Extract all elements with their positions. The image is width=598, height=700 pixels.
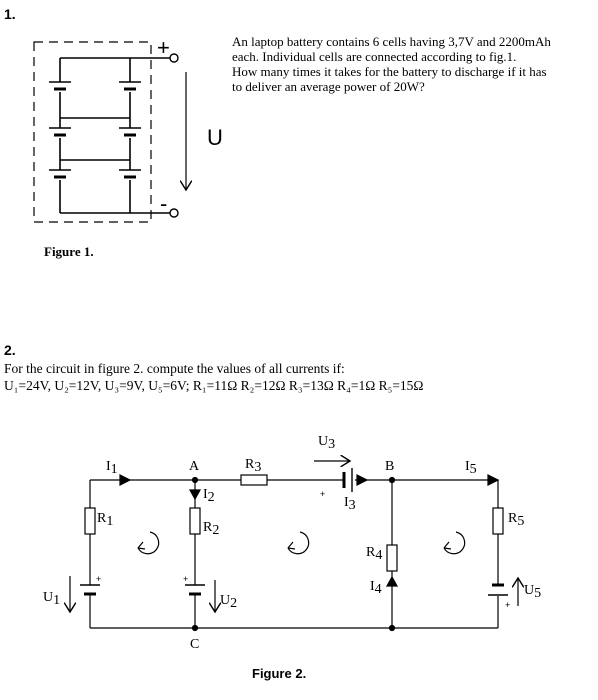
- resistor-r3: [240, 474, 268, 486]
- figure-2-labels: I1 I2 I3 I4 I5 R1 R2 R3 R4 R5 U1 U2 U3 U…: [43, 434, 541, 681]
- label-i4: I4: [370, 579, 382, 597]
- cell: [49, 169, 71, 180]
- voltage-label: U: [207, 125, 223, 150]
- current-arrow-i4: [385, 575, 399, 587]
- loop-arrow-3: [443, 531, 466, 555]
- problem-1-line: An laptop battery contains 6 cells havin…: [232, 34, 551, 49]
- label-r2: R2: [203, 520, 219, 538]
- node-dot: [388, 624, 396, 632]
- current-arrow-i3: [356, 474, 369, 486]
- polarity-plus: +: [320, 489, 325, 499]
- cell: [119, 169, 141, 180]
- current-arrow-i2: [188, 489, 202, 501]
- problem-2-text: For the circuit in figure 2. compute the…: [4, 360, 594, 394]
- problem-1-text: An laptop battery contains 6 cells havin…: [232, 34, 582, 94]
- polarity-plus: +: [96, 574, 101, 584]
- figure-2: [70, 461, 518, 632]
- problem-1-line: How many times it takes for the battery …: [232, 64, 547, 79]
- current-arrow-i1: [119, 474, 132, 486]
- source-u5: [488, 583, 508, 596]
- node-c-dot: [191, 624, 199, 632]
- resistor-r5: [492, 507, 504, 535]
- polarity-plus: +: [183, 574, 188, 584]
- label-i2: I2: [203, 487, 215, 505]
- problem-2-line: For the circuit in figure 2. compute the…: [4, 361, 345, 376]
- label-r4: R4: [366, 545, 382, 563]
- label-u2: U2: [220, 593, 237, 611]
- plus-sign: +: [157, 35, 170, 60]
- label-i1: I1: [106, 459, 118, 477]
- resistor-r4: [386, 544, 398, 572]
- source-u3: [342, 468, 353, 492]
- resistor-r1: [84, 507, 96, 535]
- problem-1-number: 1.: [4, 6, 16, 22]
- label-u3: U3: [318, 434, 335, 452]
- figure-2-caption: Figure 2.: [252, 666, 306, 681]
- source-u2: [185, 584, 205, 596]
- source-u1: [80, 584, 100, 596]
- loop-arrow-1: [137, 531, 160, 555]
- battery-pack-outline: [33, 41, 152, 223]
- label-u1: U1: [43, 590, 60, 608]
- problem-2-number: 2.: [4, 342, 16, 358]
- positive-terminal: [169, 53, 179, 63]
- node-b-label: B: [385, 459, 394, 474]
- label-i5: I5: [465, 459, 477, 477]
- label-u5: U5: [524, 583, 541, 601]
- cell: [119, 127, 141, 138]
- node-b-dot: [388, 476, 396, 484]
- minus-sign: -: [160, 191, 167, 216]
- problem-1-line: to deliver an average power of 20W?: [232, 79, 425, 94]
- figure-1: [33, 41, 186, 223]
- current-arrow-i5: [487, 474, 500, 486]
- label-r5: R5: [508, 511, 524, 529]
- problem-1-line: each. Individual cells are connected acc…: [232, 49, 517, 64]
- node-a-dot: [191, 476, 199, 484]
- node-a-label: A: [189, 459, 200, 474]
- resistor-r2: [189, 507, 201, 535]
- negative-terminal: [169, 208, 179, 218]
- cell: [49, 127, 71, 138]
- problem-2-given-values: U₁=24V, U₂=12V, U₃=9V, U₅=6V; R₁=11Ω R₂=…: [4, 378, 424, 393]
- figure-1-caption: Figure 1.: [44, 244, 94, 259]
- loop-arrow-2: [287, 531, 310, 555]
- label-r1: R1: [97, 511, 113, 529]
- polarity-plus: +: [505, 600, 510, 610]
- label-i3: I3: [344, 495, 356, 513]
- cell: [49, 81, 71, 92]
- cell: [119, 81, 141, 92]
- label-r3: R3: [245, 457, 261, 475]
- node-c-label: C: [190, 637, 199, 652]
